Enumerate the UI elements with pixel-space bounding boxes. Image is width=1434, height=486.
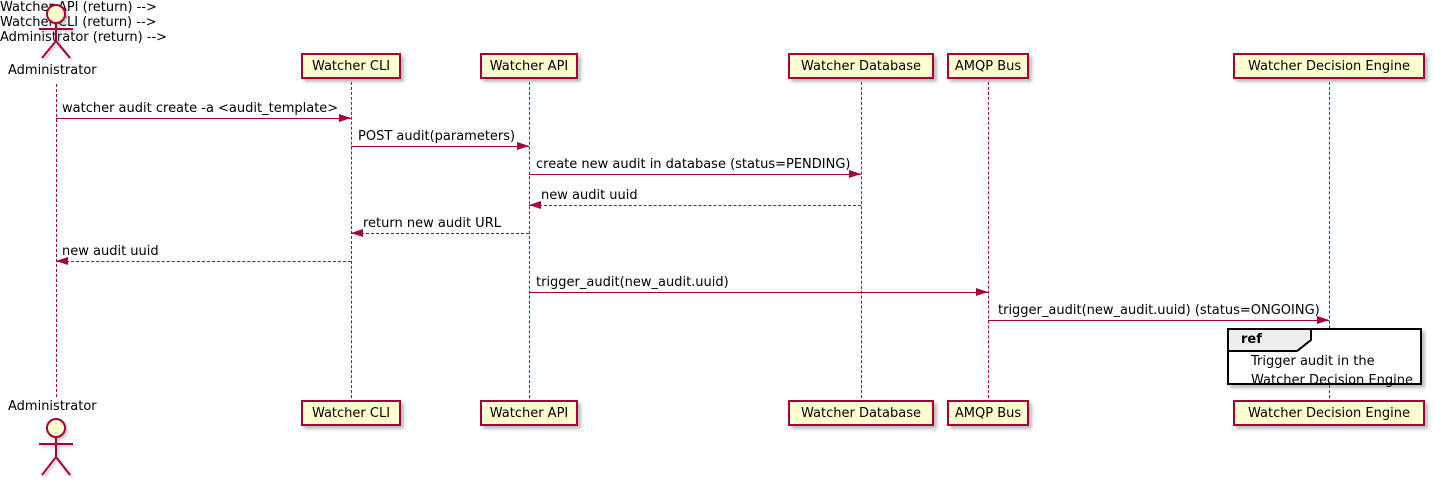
message-3-arrowhead-icon	[849, 170, 861, 178]
message-2-arrowhead-icon	[517, 142, 529, 150]
message-2-label: POST audit(parameters)	[358, 129, 516, 144]
message-5-arrowhead-icon	[351, 229, 363, 237]
ref-text: Trigger audit in the Watcher Decision En…	[1251, 352, 1413, 390]
administrator-label-top: Administrator	[8, 63, 97, 78]
ref-text-line-1: Trigger audit in the	[1251, 354, 1375, 369]
participant-amqp-bus-top: AMQP Bus	[947, 53, 1029, 79]
ref-tag-shape	[1227, 328, 1312, 352]
participant-watcher-decision-engine-top: Watcher Decision Engine	[1233, 53, 1425, 79]
message-7-label: trigger_audit(new_audit.uuid)	[536, 275, 729, 290]
lifeline-watcher-database	[861, 82, 862, 398]
message-1-label: watcher audit create -a <audit_template>	[62, 101, 339, 116]
message-3-line	[529, 174, 861, 175]
message-1-line	[56, 118, 351, 119]
lifeline-watcher-api	[529, 82, 530, 398]
message-6-arrowhead-icon	[56, 257, 68, 265]
message-2-line	[351, 146, 529, 147]
participant-watcher-decision-engine-bottom: Watcher Decision Engine	[1233, 400, 1425, 426]
message-8-line	[988, 320, 1329, 321]
participant-watcher-api-bottom: Watcher API	[480, 400, 578, 426]
lifeline-amqp-bus	[988, 82, 989, 398]
message-5-label: return new audit URL	[363, 216, 501, 231]
ref-text-line-2: Watcher Decision Engine	[1251, 373, 1413, 388]
lifeline-watcher-cli	[351, 82, 352, 398]
message-7-arrowhead-icon	[976, 288, 988, 296]
message-7-line	[529, 292, 988, 293]
participant-watcher-api-top: Watcher API	[480, 53, 578, 79]
ref-fragment: ref Trigger audit in the Watcher Decisio…	[1227, 328, 1422, 388]
lifeline-watcher-decision-engine	[1329, 82, 1330, 398]
message-8-arrowhead-icon	[1317, 316, 1329, 324]
message-6-label: new audit uuid	[62, 244, 159, 259]
administrator-label-bottom: Administrator	[8, 399, 97, 414]
ref-keyword: ref	[1241, 332, 1262, 347]
message-1-arrowhead-icon	[339, 114, 351, 122]
message-4-arrowhead-icon	[529, 201, 541, 209]
message-4-label: new audit uuid	[541, 188, 638, 203]
lifeline-administrator	[56, 84, 57, 397]
message-8-label: trigger_audit(new_audit.uuid) (status=ON…	[998, 303, 1320, 318]
participant-watcher-cli-top: Watcher CLI	[301, 53, 401, 79]
message-4-line	[529, 205, 861, 206]
participant-watcher-database-top: Watcher Database	[788, 53, 934, 79]
administrator-actor-icon-bottom	[39, 418, 73, 476]
participant-watcher-database-bottom: Watcher Database	[788, 400, 934, 426]
message-3-label: create new audit in database (status=PEN…	[536, 157, 851, 172]
message-6-line	[56, 261, 351, 262]
participant-amqp-bus-bottom: AMQP Bus	[947, 400, 1029, 426]
administrator-actor-icon	[39, 4, 73, 59]
message-5-line	[351, 233, 529, 234]
participant-watcher-cli-bottom: Watcher CLI	[301, 400, 401, 426]
